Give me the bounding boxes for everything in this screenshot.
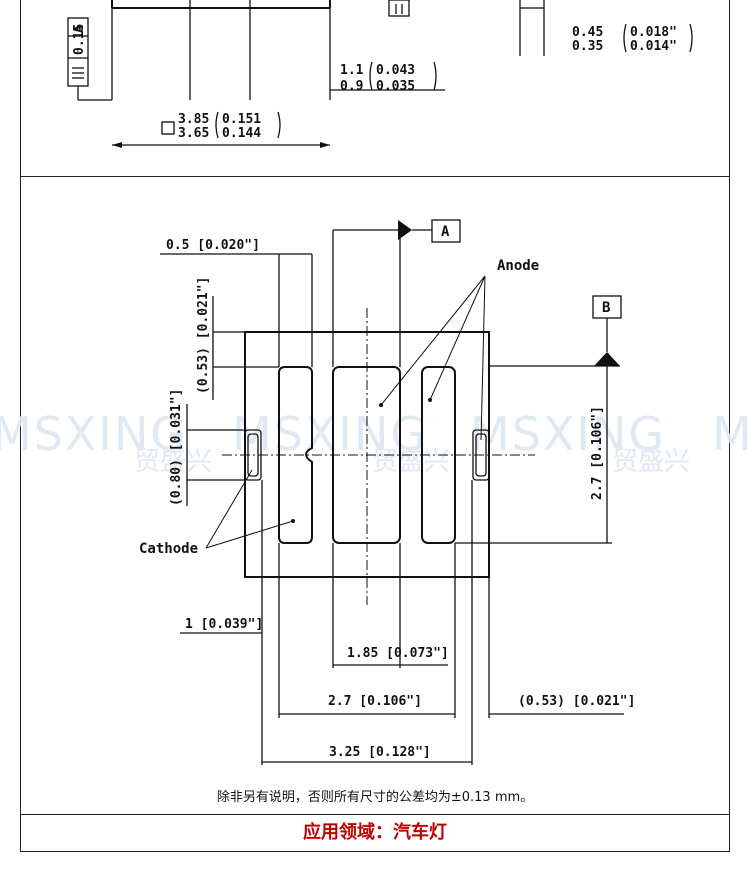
watermark-cn-1: 贸盛兴 [134, 447, 212, 477]
datum-a-box [431, 219, 461, 243]
lead-in-min: 0.014" [630, 39, 677, 54]
dim-pad-width: 0.5 [0.020"] [166, 238, 260, 253]
height-max: 1.1 [340, 63, 364, 78]
height-min: 0.9 [340, 79, 363, 94]
basic-dim-box [161, 121, 175, 135]
flatness-value: 0.15 [72, 24, 87, 55]
dim-cathode-edge: 1 [0.039"] [185, 617, 263, 632]
lead-min: 0.35 [572, 39, 603, 54]
cathode-pad [278, 366, 313, 544]
dim-top-offset: (0.53) [0.021"] [196, 277, 211, 394]
dim-overall: 3.25 [0.128"] [329, 745, 431, 760]
width-min: 3.65 [178, 126, 209, 141]
bottom-view: A B 2.7 [0.106"] Anode Cathode 0.5 [0.02… [139, 219, 635, 765]
width-in-max: 0.151 [222, 112, 261, 127]
watermark: MSXING MSXING MSXING MSXING 贸盛兴 贸盛兴 贸盛兴 [0, 407, 750, 477]
watermark-brand-3: MSXING [470, 407, 666, 461]
tolerance-note: 除非另有说明，否则所有尺寸的公差均为±0.13 mm。 [216, 790, 534, 805]
watermark-cn-2: 贸盛兴 [372, 447, 450, 477]
width-max: 3.85 [178, 112, 209, 127]
dim-height: 2.7 [0.106"] [590, 406, 605, 500]
watermark-brand-1: MSXING [0, 407, 188, 461]
section-divider [20, 176, 730, 177]
dim-side-offset: (0.53) [0.021"] [518, 694, 635, 709]
top-view: 0.15 A 1.1 0.9 0.043 0.035 3.85 3.65 0.1… [67, 0, 693, 148]
anode-label: Anode [497, 258, 539, 274]
flatness-datum: A [72, 25, 87, 33]
lead-max: 0.45 [572, 25, 603, 40]
width-in-min: 0.144 [222, 126, 261, 141]
page-frame [20, 0, 730, 815]
datum-a-triangle [398, 220, 412, 240]
height-in-max: 0.043 [376, 63, 415, 78]
watermark-brand-2: MSXING [232, 407, 428, 461]
dim-inner-width: 2.7 [0.106"] [328, 694, 422, 709]
datum-a-label: A [441, 224, 450, 240]
datum-b-triangle [594, 352, 620, 366]
cathode-label: Cathode [139, 541, 198, 557]
dim-notch: (0.80) [0.031"] [169, 389, 184, 506]
height-in-min: 0.035 [376, 79, 415, 94]
watermark-cn-3: 贸盛兴 [612, 447, 690, 477]
dim-center: 1.85 [0.073"] [347, 646, 449, 661]
application-footer: 应用领域：汽车灯 [20, 814, 730, 852]
datum-b-label: B [602, 300, 610, 316]
lead-in-max: 0.018" [630, 25, 677, 40]
watermark-brand-4: MSXING [712, 407, 750, 461]
